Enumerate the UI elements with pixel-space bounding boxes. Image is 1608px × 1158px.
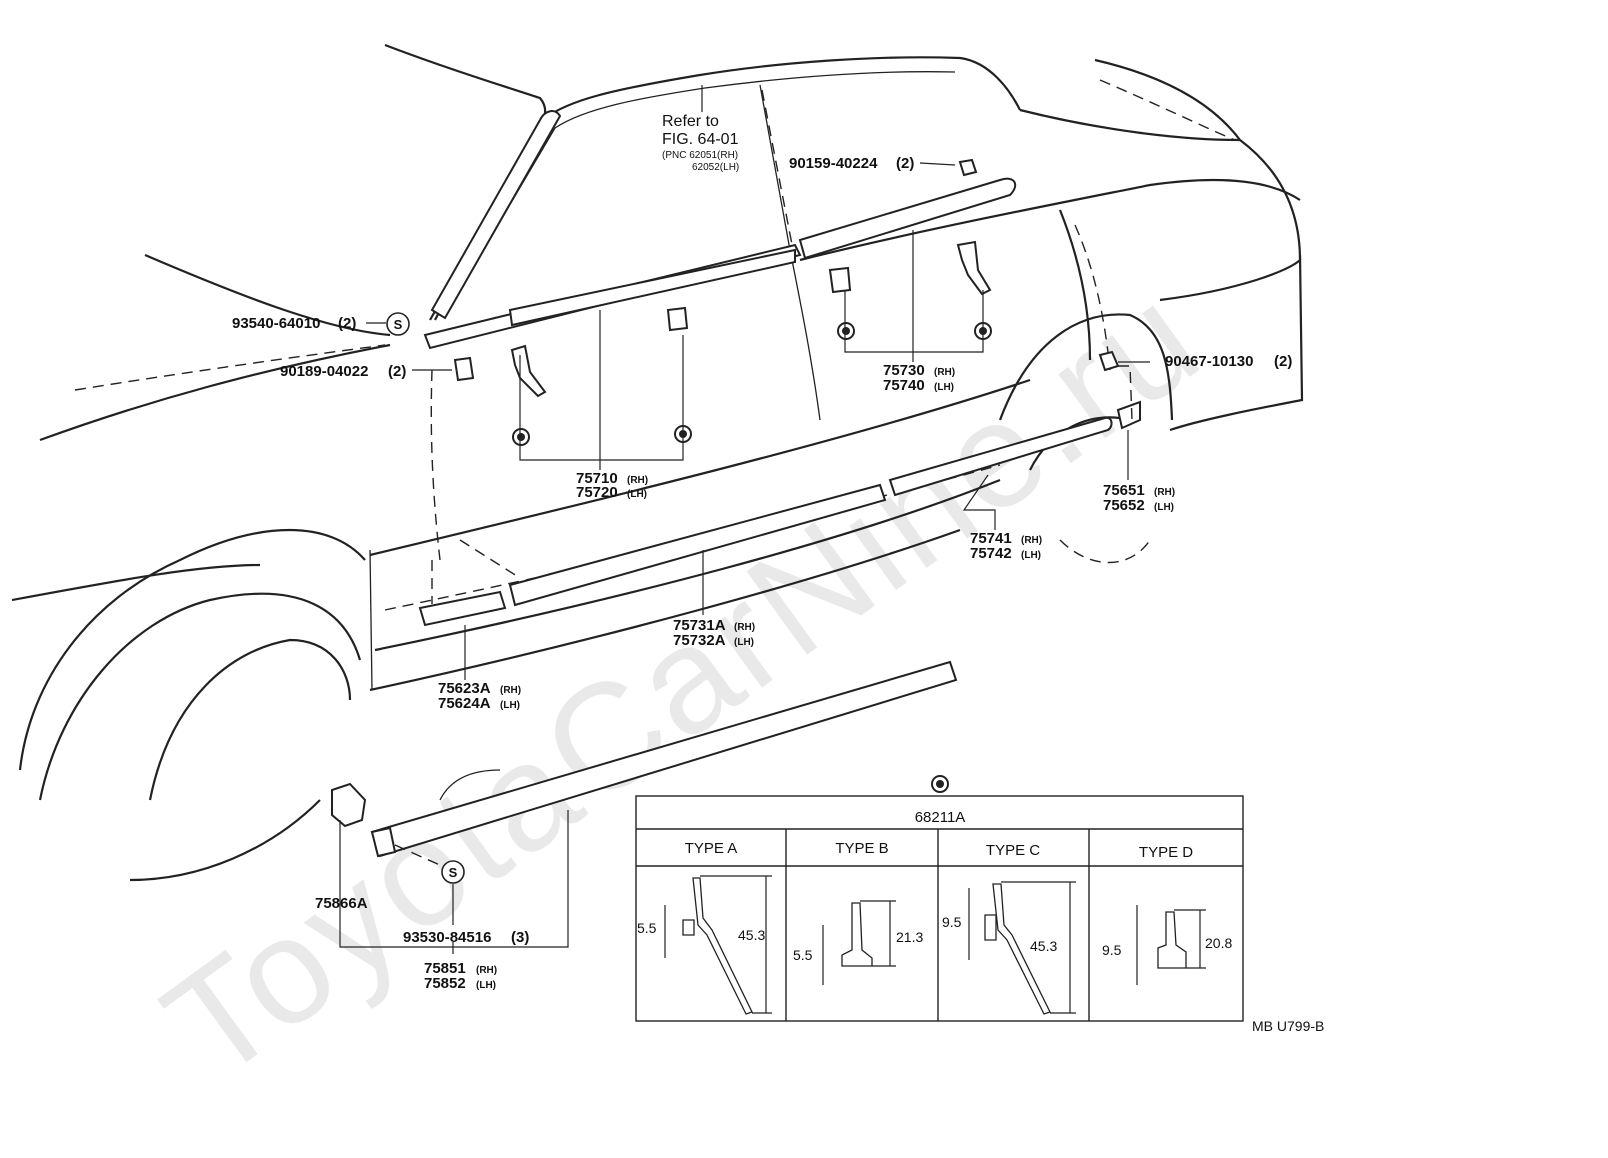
label-75730-75740: 75730 (RH) 75740 (LH) [883,362,955,394]
svg-text:62052(LH): 62052(LH) [692,162,739,173]
screw-symbol-upper: S [386,312,410,336]
svg-text:90159-40224: 90159-40224 [789,155,878,172]
clip-table-title: 68211A [915,809,966,826]
figure-code: MB U799-B [1252,1018,1324,1034]
svg-text:5.5: 5.5 [637,920,657,936]
type-a-profile: 45.3 5.5 [637,875,772,1015]
svg-text:(LH): (LH) [1021,550,1041,561]
svg-text:(2): (2) [338,315,356,332]
svg-text:20.8: 20.8 [1205,935,1232,951]
type-b-header: TYPE B [835,840,888,857]
svg-text:75732A: 75732A [673,632,726,649]
svg-text:S: S [394,317,403,332]
label-75866A: 75866A [315,895,368,912]
label-90467-10130: 90467-10130 (2) [1165,353,1292,370]
svg-text:90189-04022: 90189-04022 [280,363,368,380]
reference-label: Refer to FIG. 64-01 (PNC 62051(RH) 62052… [662,113,739,173]
svg-text:(3): (3) [511,929,529,946]
type-d-header: TYPE D [1139,844,1193,861]
clip-type-table: 68211A TYPE A TYPE B TYPE C TYPE D [635,795,1244,1022]
svg-text:(LH): (LH) [476,980,496,991]
label-93540-64010: 93540-64010 (2) [232,315,356,332]
type-c-header: TYPE C [986,842,1040,859]
label-75731A-75732A: 75731A (RH) 75732A (LH) [673,617,755,649]
svg-text:(LH): (LH) [500,700,520,711]
type-d-profile: 20.8 9.5 [1102,905,1232,985]
svg-text:45.3: 45.3 [738,927,765,943]
svg-text:75730: 75730 [883,362,925,379]
label-75651-75652: 75651 (RH) 75652 (LH) [1103,482,1175,514]
svg-text:75710: 75710 [576,470,618,487]
svg-text:(2): (2) [388,363,406,380]
svg-text:93530-84516: 93530-84516 [403,929,491,946]
svg-text:75742: 75742 [970,545,1012,562]
svg-text:(RH): (RH) [500,685,521,696]
svg-text:75651: 75651 [1103,482,1145,499]
svg-text:(2): (2) [1274,353,1292,370]
svg-text:(RH): (RH) [734,622,755,633]
svg-text:(2): (2) [896,155,914,172]
label-90159-40224: 90159-40224 (2) [789,155,914,172]
leader-lines [339,85,1150,954]
svg-text:75720: 75720 [576,484,618,501]
svg-text:75624A: 75624A [438,695,491,712]
type-a-header: TYPE A [685,840,738,857]
svg-text:(RH): (RH) [934,367,955,378]
label-75851-75852: 75851 (RH) 75852 (LH) [424,960,497,992]
type-c-profile: 45.3 9.5 [942,881,1076,1015]
svg-text:75652: 75652 [1103,497,1145,514]
svg-text:45.3: 45.3 [1030,938,1057,954]
svg-text:90467-10130: 90467-10130 [1165,353,1253,370]
svg-text:75623A: 75623A [438,680,491,697]
svg-text:75851: 75851 [424,960,466,977]
label-75741-75742: 75741 (RH) 75742 (LH) [970,530,1042,562]
svg-text:(LH): (LH) [1154,502,1174,513]
svg-text:5.5: 5.5 [793,947,813,963]
svg-text:75866A: 75866A [315,895,368,912]
svg-text:75731A: 75731A [673,617,726,634]
svg-text:93540-64010: 93540-64010 [232,315,320,332]
svg-text:(PNC 62051(RH): (PNC 62051(RH) [662,150,738,161]
svg-text:75852: 75852 [424,975,466,992]
svg-text:(LH): (LH) [627,489,647,500]
svg-text:(RH): (RH) [1021,535,1042,546]
svg-text:9.5: 9.5 [1102,942,1122,958]
svg-text:(LH): (LH) [934,382,954,393]
svg-text:9.5: 9.5 [942,914,962,930]
label-75710-75720: 75710 (RH) 75720 (LH) [576,470,648,501]
svg-text:Refer to: Refer to [662,113,719,130]
svg-text:FIG. 64-01: FIG. 64-01 [662,131,739,148]
label-93530-84516: 93530-84516 (3) [403,929,529,946]
screw-symbol-lower: S [441,860,465,884]
part-shapes [331,110,1141,858]
svg-text:S: S [449,865,458,880]
type-b-profile: 21.3 5.5 [793,900,923,985]
svg-text:75741: 75741 [970,530,1012,547]
svg-text:21.3: 21.3 [896,929,923,945]
svg-text:(LH): (LH) [734,637,754,648]
svg-text:75740: 75740 [883,377,925,394]
label-90189-04022: 90189-04022 (2) [280,363,406,380]
svg-text:(RH): (RH) [476,965,497,976]
svg-text:(RH): (RH) [627,475,648,486]
label-75623A-75624A: 75623A (RH) 75624A (LH) [438,680,521,712]
svg-text:(RH): (RH) [1154,487,1175,498]
